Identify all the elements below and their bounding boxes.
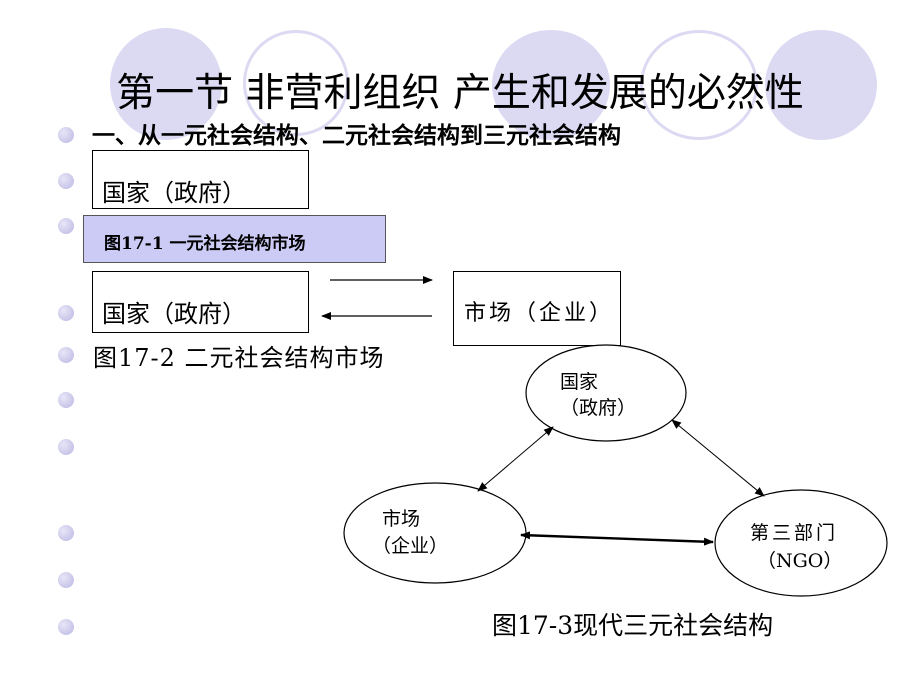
fig3-arrow-market-third: [520, 531, 714, 546]
bullet-2: [58, 173, 74, 189]
fig2-market-label: 市场（企业）: [464, 301, 615, 326]
fig1-caption-box: 图17-1 一元社会结构市场: [83, 215, 386, 263]
fig3-market-label-1: 市场: [382, 508, 421, 530]
fig2-market-box: 市场（企业）: [453, 271, 621, 346]
header-circle-2: [243, 30, 349, 136]
header-circle-3: [492, 30, 610, 140]
fig1-state-box: 国家（政府）: [92, 150, 309, 209]
fig3-third-label-1: 第三部门: [750, 522, 839, 544]
bullet-6: [58, 392, 74, 408]
fig3-arrow-state-third: [671, 419, 765, 497]
fig2-state-box: 国家（政府）: [92, 271, 309, 333]
bullet-7: [58, 439, 74, 455]
fig3-third-label-2: （NGO）: [757, 550, 843, 572]
fig1-caption: 图17-1 一元社会结构市场: [104, 234, 306, 254]
fig3-third-ellipse: [714, 489, 888, 597]
header-circle-1: [110, 28, 222, 140]
header-circle-4: [640, 30, 758, 140]
fig3-arrow-state-market: [477, 426, 554, 492]
fig3-market-label-2: （企业）: [372, 535, 449, 557]
fig3-state-label-2: （政府）: [560, 397, 637, 419]
bullet-4: [58, 305, 74, 321]
bullet-9: [58, 572, 74, 588]
fig2-state-label: 国家（政府）: [102, 300, 246, 328]
bullet-1: [58, 127, 74, 143]
slide-subtitle: 一、从一元社会结构、二元社会结构到三元社会结构: [92, 123, 621, 149]
header-circle-5: [765, 30, 877, 140]
fig3-state-ellipse: [525, 344, 687, 442]
fig3-state-label-1: 国家: [560, 371, 599, 393]
bullet-8: [58, 525, 74, 541]
slide-title: 第一节 非营利组织 产生和发展的必然性: [116, 71, 804, 116]
fig1-state-label: 国家（政府）: [102, 179, 246, 207]
bullet-5: [58, 347, 74, 363]
bullet-3: [58, 218, 74, 234]
bullet-10: [58, 619, 74, 635]
fig2-caption: 图17-2 二元社会结构市场: [93, 344, 385, 372]
fig3-caption: 图17-3现代三元社会结构: [492, 611, 774, 640]
